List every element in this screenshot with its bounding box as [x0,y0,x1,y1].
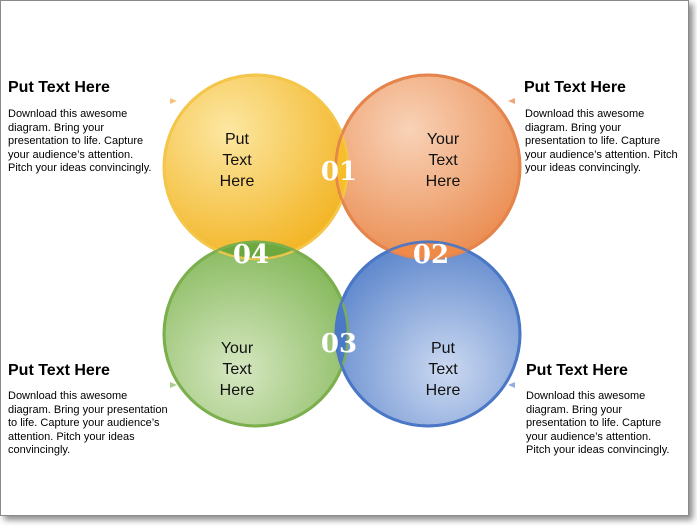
orange-label-1: Your [427,131,460,148]
yellow-label-3: Here [220,173,255,190]
number-02: 02 [413,240,449,270]
blue-label-2: Text [428,361,458,378]
arrow-bottom-left [170,382,177,388]
heading-bottom-left: Put Text Here [8,362,110,379]
yellow-label-1: Put [225,131,250,148]
body-top-left: Download this awesome diagram. Bring you… [8,108,152,174]
heading-top-left: Put Text Here [8,79,110,96]
number-03: 03 [321,329,357,359]
orange-label-3: Here [426,173,461,190]
arrow-top-left [170,98,177,104]
blue-label-3: Here [426,382,461,399]
green-label-2: Text [222,361,252,378]
arrow-bottom-right [508,382,515,388]
heading-top-right: Put Text Here [524,79,626,96]
yellow-label-2: Text [222,152,252,169]
green-label-3: Here [220,382,255,399]
number-04: 04 [233,240,269,270]
body-bottom-right: Download this awesome diagram. Bring you… [526,390,670,456]
body-top-right: Download this awesome diagram. Bring you… [525,108,678,174]
body-bottom-left: Download this awesome diagram. Bring you… [8,390,168,456]
orange-label-2: Text [428,152,458,169]
blue-label-1: Put [431,340,456,357]
number-01: 01 [321,157,357,187]
green-label-1: Your [221,340,254,357]
heading-bottom-right: Put Text Here [526,362,628,379]
slide-frame [0,0,689,516]
arrow-top-right [508,98,515,104]
